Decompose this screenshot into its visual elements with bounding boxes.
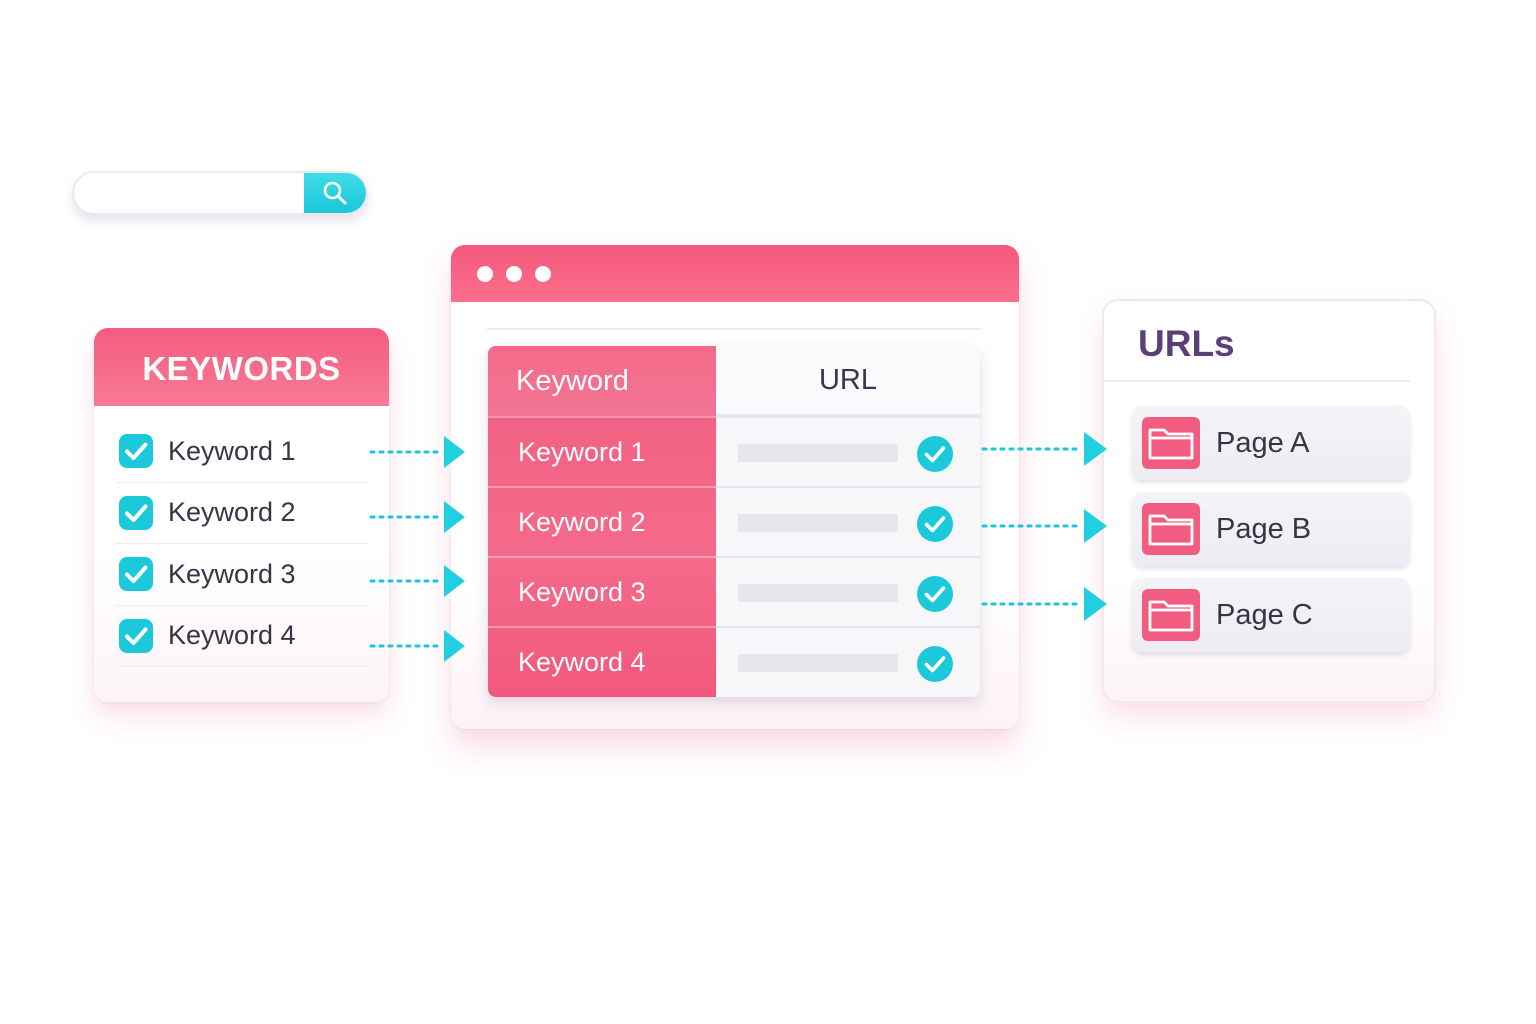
url-cell xyxy=(716,486,980,556)
url-placeholder-bar xyxy=(738,654,898,672)
table-row[interactable]: Keyword 4 xyxy=(488,626,980,696)
keyword-label: Keyword 2 xyxy=(168,497,296,528)
keyword-label: Keyword 3 xyxy=(168,558,296,589)
check-icon xyxy=(917,436,953,472)
url-cell xyxy=(716,626,980,696)
url-placeholder-bar xyxy=(738,514,898,532)
divider xyxy=(1104,380,1410,382)
urls-card-title: URLs xyxy=(1138,323,1235,364)
folder-icon xyxy=(1142,589,1200,641)
keywords-card: KEYWORDS Keyword 1 Keyword 2 xyxy=(94,328,389,702)
url-placeholder-bar xyxy=(738,444,898,462)
page-item-a[interactable]: Page A xyxy=(1132,406,1410,480)
search-bar xyxy=(72,171,368,215)
column-header-keyword: Keyword xyxy=(488,346,716,416)
arrow-page-a xyxy=(981,432,1107,466)
search-icon xyxy=(323,181,347,205)
folder-icon xyxy=(1142,503,1200,555)
check-icon xyxy=(917,576,953,612)
check-icon xyxy=(917,506,953,542)
arrow-keyword-4 xyxy=(369,630,465,662)
window-control-dot[interactable] xyxy=(535,266,551,282)
checkbox-checked-icon[interactable] xyxy=(118,618,154,654)
page-label: Page B xyxy=(1216,512,1312,545)
keyword-cell: Keyword 3 xyxy=(488,556,716,626)
keyword-url-table: Keyword URL Keyword 1 Keyword 2 xyxy=(488,346,980,697)
window-title-bar xyxy=(451,245,1019,302)
checkbox-checked-icon[interactable] xyxy=(118,433,154,469)
checkbox-checked-icon[interactable] xyxy=(118,495,154,531)
keyword-list-item[interactable]: Keyword 4 xyxy=(116,606,368,667)
arrow-page-b xyxy=(981,509,1107,543)
column-header-url: URL xyxy=(716,346,980,416)
check-icon xyxy=(917,646,953,682)
checkbox-checked-icon[interactable] xyxy=(118,556,154,592)
keyword-label: Keyword 1 xyxy=(168,435,296,466)
page-label: Page A xyxy=(1216,426,1310,459)
keyword-cell: Keyword 2 xyxy=(488,486,716,556)
keywords-card-title: KEYWORDS xyxy=(94,328,389,406)
browser-window: Keyword URL Keyword 1 Keyword 2 xyxy=(451,245,1019,729)
url-cell xyxy=(716,556,980,626)
window-control-dot[interactable] xyxy=(477,266,493,282)
url-placeholder-bar xyxy=(738,584,898,602)
keyword-list-item[interactable]: Keyword 2 xyxy=(116,483,368,544)
search-button[interactable] xyxy=(304,173,366,213)
page-label: Page C xyxy=(1216,598,1313,631)
arrow-keyword-2 xyxy=(369,501,465,533)
keyword-label: Keyword 4 xyxy=(168,620,296,651)
arrow-page-c xyxy=(981,587,1107,621)
arrow-keyword-3 xyxy=(369,565,465,597)
keyword-cell: Keyword 4 xyxy=(488,626,716,696)
search-input[interactable] xyxy=(74,173,306,213)
page-item-b[interactable]: Page B xyxy=(1132,492,1410,566)
url-cell xyxy=(716,416,980,486)
folder-icon xyxy=(1142,417,1200,469)
window-control-dot[interactable] xyxy=(506,266,522,282)
table-row[interactable]: Keyword 1 xyxy=(488,416,980,486)
table-row[interactable]: Keyword 3 xyxy=(488,556,980,626)
keywords-list: Keyword 1 Keyword 2 Keyword 3 xyxy=(116,421,368,667)
table-row[interactable]: Keyword 2 xyxy=(488,486,980,556)
keyword-list-item[interactable]: Keyword 1 xyxy=(116,421,368,483)
page-item-c[interactable]: Page C xyxy=(1132,578,1410,652)
divider xyxy=(487,328,981,330)
keyword-list-item[interactable]: Keyword 3 xyxy=(116,544,368,606)
keyword-cell: Keyword 1 xyxy=(488,416,716,486)
arrow-keyword-1 xyxy=(369,436,465,468)
urls-card: URLs Page A Page B Page C xyxy=(1102,299,1436,703)
